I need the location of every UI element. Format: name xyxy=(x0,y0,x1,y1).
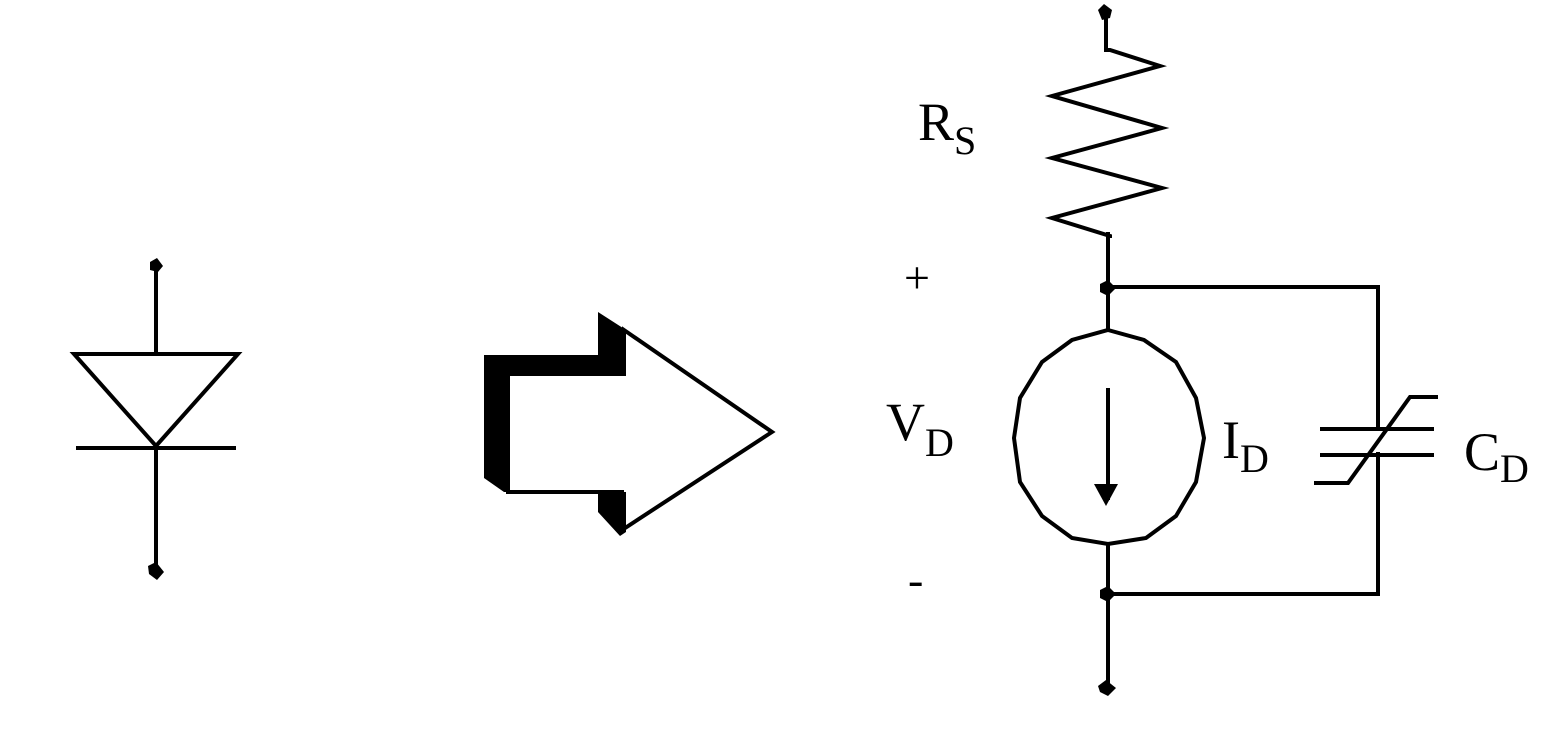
label-vd: VD xyxy=(886,392,954,465)
arrow-outline xyxy=(506,326,776,534)
diode-bottom-terminal xyxy=(148,562,164,580)
label-id-main: I xyxy=(1222,410,1240,470)
diode-top-terminal xyxy=(150,258,163,272)
label-rs: RS xyxy=(918,92,976,163)
label-minus: - xyxy=(908,554,923,605)
variable-capacitor-slash xyxy=(1314,395,1438,485)
label-rs-sub: S xyxy=(954,118,976,163)
equivalence-arrow xyxy=(484,312,776,536)
label-plus: + xyxy=(904,252,930,303)
arrow-shadow xyxy=(484,312,626,492)
label-vd-main: V xyxy=(886,392,925,452)
label-id-sub: D xyxy=(1240,436,1269,481)
diode-triangle xyxy=(69,352,243,450)
label-cd: CD xyxy=(1464,422,1529,491)
label-cd-main: C xyxy=(1464,422,1500,482)
diode-symbol xyxy=(69,258,243,580)
label-id: ID xyxy=(1222,410,1269,481)
current-direction-arrow-head xyxy=(1094,484,1118,506)
label-rs-main: R xyxy=(918,92,954,152)
top-terminal xyxy=(1098,4,1112,20)
bottom-terminal xyxy=(1098,680,1116,696)
label-cd-sub: D xyxy=(1500,446,1529,491)
arrow-shadow-lower xyxy=(598,492,626,536)
series-resistor-rs xyxy=(1044,14,1170,238)
label-vd-sub: D xyxy=(925,420,954,465)
equivalent-circuit xyxy=(1011,4,1438,696)
